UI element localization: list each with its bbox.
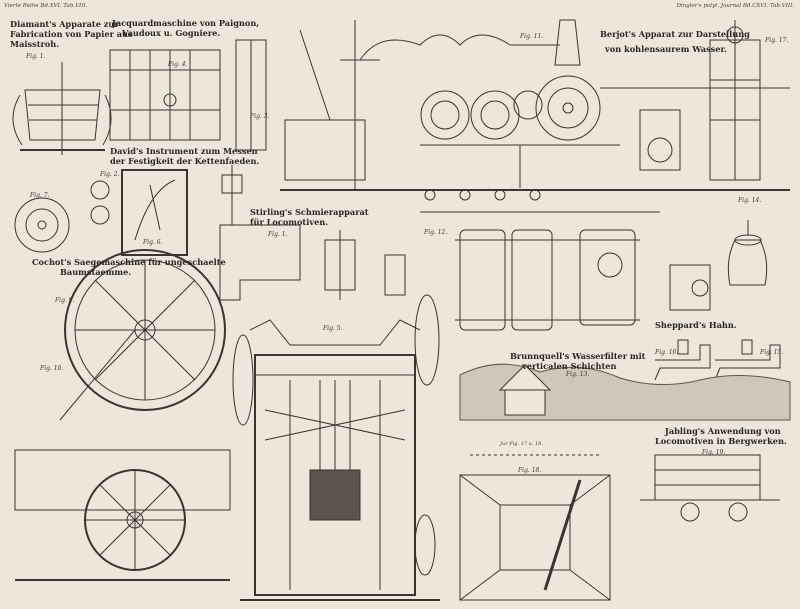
caption-sheppard: Sheppard's Hahn. — [655, 320, 737, 330]
caption-berjot-1: Berjot's Apparat zur Darstellung — [600, 29, 750, 39]
plan-fig18 — [459, 454, 611, 601]
fig-label: Fig. 1. — [268, 231, 288, 238]
urn-fig14 — [669, 220, 768, 311]
caption-stirling-2: für Locomotiven. — [250, 217, 329, 227]
berjot-apparatus — [359, 19, 790, 201]
fig-label: Fig. 3. — [250, 113, 270, 120]
loom-frame-fig5 — [232, 294, 440, 601]
mine-locomotive-fig19 — [640, 454, 780, 522]
fig-label: Fig. 17. — [765, 37, 789, 44]
stirling-lubricator — [219, 165, 301, 301]
fig-label: Fig. 11. — [520, 33, 544, 40]
scaffolding-figure — [284, 20, 380, 190]
fig-label: Fig. 16. — [655, 349, 679, 356]
plate-header-right: Dingler's polyt. Journal Bd.CXVI. Tab.VI… — [676, 3, 794, 9]
lubricator-detail — [324, 230, 406, 300]
fig-label: Fig. 10. — [40, 365, 64, 372]
cochot-saw-machine — [14, 249, 231, 581]
fig-label: Fig. 5. — [323, 325, 343, 332]
fig-label: Fig. 2. — [100, 171, 120, 178]
small-gears — [14, 180, 110, 253]
fig-label: Fig. 18. — [518, 467, 542, 474]
fig-label: Fig. 12. — [424, 229, 448, 236]
fig-label: Fig. 13. — [566, 371, 590, 378]
caption-brunnquell-1: Brunnquell's Wasserfilter mit — [510, 351, 646, 361]
caption-jabling-2: Locomotiven in Bergwerken. — [655, 436, 787, 446]
caption-cochot-2: Baumstaemme. — [60, 267, 132, 277]
caption-stirling-1: Stirling's Schmierapparat — [250, 207, 369, 217]
fig-label: Fig. 1. — [26, 53, 46, 60]
brunnquell-cylinders — [420, 211, 660, 331]
fig-label: Fig. 6. — [143, 239, 163, 246]
caption-jacquard-1: Jacquardmaschine von Paignon, — [112, 18, 260, 28]
caption-diamant-3: Maisstroh. — [10, 39, 60, 49]
caption-berjot-2: von kohlensaurem Wasser. — [605, 44, 727, 54]
caption-cochot-1: Cochot's Saegemaschine für ungeschaelte — [32, 257, 226, 267]
plate-header-left: Vierte Reihe Bd.XVI. Tab.VIII. — [4, 3, 88, 9]
fig-label: Fig. 9. — [55, 297, 75, 304]
jacquard-machine — [109, 39, 267, 151]
caption-david-1: David's Instrument zum Messen — [110, 146, 258, 156]
caption-jabling-1: Jabling's Anwendung von — [665, 426, 781, 436]
caption-jacquard-2: Vaudoux u. Gogniere. — [122, 28, 221, 38]
caption-david-2: der Festigkeit der Kettenfaeden. — [110, 156, 260, 166]
scale-note: Jur Fig. 17 u. 18. — [500, 441, 543, 447]
caption-brunnquell-2: verticalen Schichten — [522, 361, 617, 371]
diamant-apparatus — [12, 62, 112, 155]
sheppard-taps — [654, 339, 781, 381]
frame-fig17 — [639, 20, 761, 181]
fig-label: Fig. 7. — [30, 192, 50, 199]
fig-label: Fig. 4. — [168, 61, 188, 68]
fig-label: Fig. 14. — [738, 197, 762, 204]
fig-label: Fig. 19. — [702, 449, 726, 456]
david-instrument — [121, 169, 188, 256]
caption-diamant-2: Fabrication von Papier aus — [10, 29, 133, 39]
fig-label: Fig. 15. — [760, 349, 784, 356]
caption-diamant-1: Diamant's Apparate zur — [10, 19, 119, 29]
filter-landscape — [459, 363, 791, 421]
